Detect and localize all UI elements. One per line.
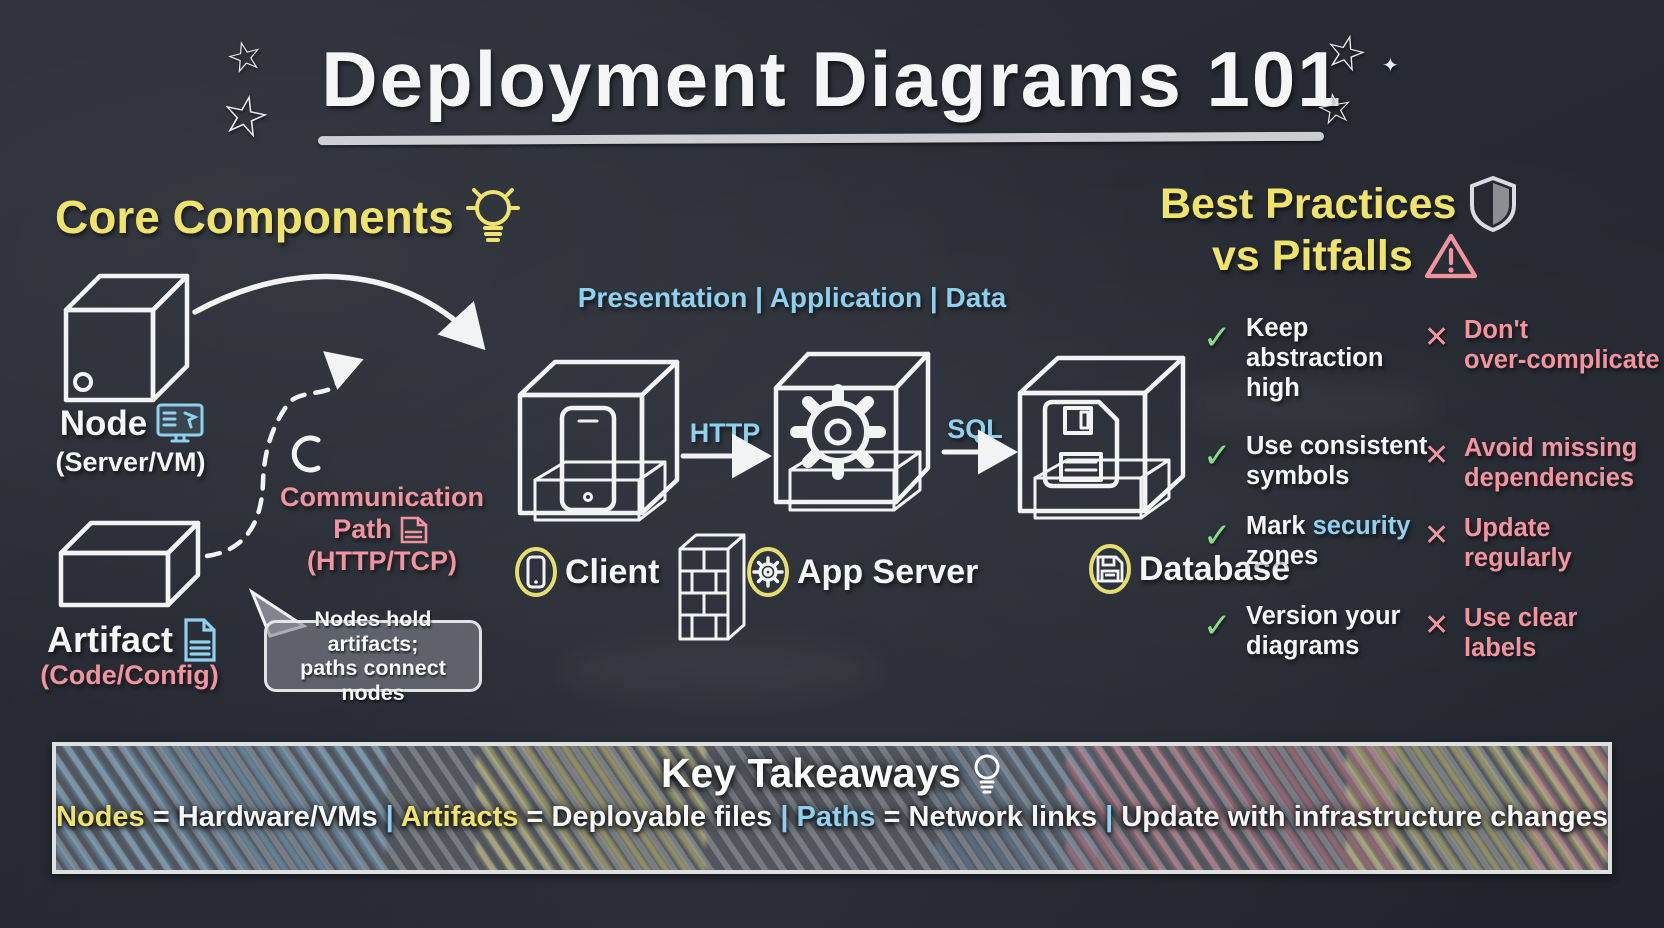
x-icon: ✕	[1424, 519, 1450, 552]
floppy-icon	[1042, 399, 1120, 489]
best-practices-heading-row: Best Practices	[1160, 176, 1518, 232]
tier-header: Presentation | Application | Data	[577, 282, 1007, 313]
check-icon: ✓	[1203, 437, 1232, 475]
comm-line3: (HTTP/TCP)	[307, 545, 457, 576]
phone-icon	[559, 405, 617, 513]
appserver-label-row: App Server	[746, 546, 978, 598]
database-cube	[1017, 355, 1186, 520]
bad-text: Use clear labels	[1464, 604, 1578, 662]
takeaways-content: Key Takeaways Nodes = Hardware/VMs | Art…	[56, 746, 1608, 870]
floppy-badge-icon	[1089, 544, 1131, 594]
check-icon: ✓	[1203, 607, 1232, 645]
speech-bubble: Nodes hold artifacts; paths connect node…	[264, 607, 482, 705]
good-text: Keep abstraction high	[1246, 314, 1384, 402]
pitfalls-heading-row: vs Pitfalls	[1212, 232, 1477, 280]
warning-icon	[1424, 233, 1477, 279]
dashed-communication-path	[204, 351, 364, 559]
bulb-icon	[974, 754, 1000, 793]
check-icon: ✓	[1203, 319, 1232, 357]
gear-badge-icon	[747, 547, 789, 597]
pink-chalk-streak	[1526, 746, 1608, 870]
x-icon: ✕	[1424, 439, 1450, 472]
pink-chalk-streak	[1066, 746, 1396, 870]
gear-icon	[790, 384, 886, 480]
chalk-smudge	[1180, 380, 1440, 430]
sparkle-icon: ✦	[1382, 55, 1399, 77]
node-subtitle: (Server/VM)	[55, 447, 206, 477]
pitfalls-heading: vs Pitfalls	[1212, 231, 1413, 280]
bubble-text: Nodes hold artifacts; paths connect node…	[300, 607, 446, 705]
takeaways-line: Nodes = Hardware/VMs | Artifacts = Deplo…	[56, 801, 1608, 833]
communication-path-label: Communication Path (HTTP/TCP)	[272, 482, 492, 578]
node-to-client-arrow	[192, 273, 486, 351]
artifact-subtitle: (Code/Config)	[40, 660, 219, 690]
blue-chalk-streak	[936, 746, 1096, 870]
shield-icon	[1470, 176, 1517, 232]
client-label: Client	[565, 552, 660, 591]
comm-line2: Path	[333, 513, 392, 544]
bad-text: Don't over-complicate	[1464, 316, 1660, 374]
client-cube	[517, 359, 680, 522]
client-badge-icon	[515, 547, 557, 597]
page-title: Deployment Diagrams 101	[321, 35, 1343, 123]
blue-chalk-streak	[56, 746, 386, 870]
good-text: Version your diagrams	[1246, 602, 1401, 660]
database-label-row: Database	[1088, 543, 1290, 595]
bad-text: Avoid missing dependencies	[1464, 434, 1638, 492]
yellow-chalk-streak	[1346, 746, 1606, 870]
x-icon: ✕	[1424, 321, 1450, 354]
comm-line1: Communication	[279, 482, 484, 512]
good-text: Mark security zones	[1246, 512, 1411, 570]
chalk-hatch	[56, 746, 1608, 870]
bad-text: Update regularly	[1464, 514, 1572, 572]
appserver-cube	[773, 351, 931, 512]
best-practices-heading: Best Practices	[1160, 179, 1457, 228]
firewall-icon	[678, 533, 746, 641]
check-icon: ✓	[1203, 517, 1232, 555]
database-label: Database	[1139, 549, 1291, 588]
yellow-chalk-streak	[476, 746, 706, 870]
client-label-row: Client	[514, 546, 659, 598]
document-icon	[184, 618, 216, 662]
lightbulb-icon	[466, 188, 520, 242]
node-cube	[63, 273, 190, 403]
monitor-icon	[156, 403, 204, 443]
takeaways-heading-row: Key Takeaways	[661, 750, 1003, 797]
artifact-label: Artifact	[46, 619, 174, 660]
takeaways-heading: Key Takeaways	[660, 750, 962, 796]
appserver-label: App Server	[797, 552, 979, 591]
takeaways-banner: Key Takeaways Nodes = Hardware/VMs | Art…	[52, 742, 1612, 874]
artifact-box	[58, 520, 201, 608]
tray	[533, 460, 667, 522]
crescent-icon	[291, 435, 321, 473]
good-text: Use consistent symbols	[1246, 432, 1428, 490]
chalk-smudge	[560, 640, 880, 700]
x-icon: ✕	[1424, 609, 1450, 642]
core-components-heading: Core Components	[55, 191, 454, 243]
network-page-icon	[400, 516, 428, 544]
node-label: Node	[59, 404, 148, 443]
